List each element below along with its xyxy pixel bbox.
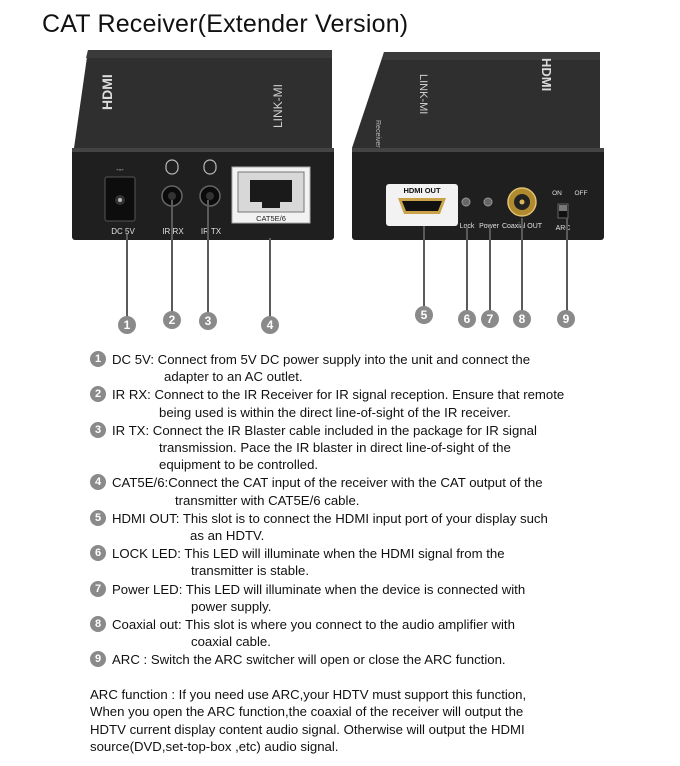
item-number: 2 bbox=[90, 386, 106, 403]
item-lead: Coaxial out: This slot is where you conn… bbox=[112, 617, 515, 633]
item-lead: LOCK LED: This LED will illuminate when … bbox=[112, 546, 505, 562]
brand-logo: LINK-MI bbox=[271, 84, 285, 128]
callout-6: 6 bbox=[458, 310, 476, 328]
svg-text:LINK-MI: LINK-MI bbox=[417, 74, 429, 114]
arc-switch bbox=[557, 203, 569, 219]
leader-line-1 bbox=[126, 234, 128, 316]
item-lead: DC 5V: Connect from 5V DC power supply i… bbox=[112, 352, 531, 367]
hdmi-out-port bbox=[386, 184, 458, 226]
item-number: 4 bbox=[90, 474, 106, 491]
item-continuation: equipment to be controlled. bbox=[159, 457, 319, 473]
coaxial-out-port bbox=[507, 187, 537, 217]
item-lead: ARC : Switch the ARC switcher will open … bbox=[112, 652, 506, 668]
svg-text:LINK-MI: LINK-MI bbox=[271, 84, 285, 128]
note-line: When you open the ARC function,the coaxi… bbox=[90, 704, 524, 720]
callout-4: 4 bbox=[261, 316, 279, 334]
ir-tx-port bbox=[199, 159, 221, 207]
callout-7: 7 bbox=[481, 310, 499, 328]
dc-5v-label: DC 5V bbox=[111, 227, 135, 236]
list-item: 1 DC 5V: Connect from 5V DC power supply… bbox=[90, 351, 630, 385]
list-item: 3 IR TX: Connect the IR Blaster cable in… bbox=[90, 421, 630, 474]
arc-on-label: ON bbox=[552, 190, 562, 197]
list-item: 4 CAT5E/6:Connect the CAT input of the r… bbox=[90, 474, 630, 508]
svg-text:-◦-: -◦- bbox=[116, 167, 124, 174]
item-continuation: transmitter is stable. bbox=[191, 563, 309, 579]
receiver-front-panel-image: LINK-MI HDMI Receiver HDMI OUT Lock Powe… bbox=[352, 52, 604, 240]
item-continuation: power supply. bbox=[191, 598, 272, 614]
ir-tx-label: IR TX bbox=[201, 227, 222, 236]
svg-text:Receiver: Receiver bbox=[374, 120, 381, 148]
item-number: 1 bbox=[90, 351, 106, 367]
item-continuation: as an HDTV. bbox=[190, 528, 265, 544]
brand-logo: LINK-MI bbox=[417, 74, 429, 114]
leader-line-4 bbox=[269, 238, 271, 316]
callout-2: 2 bbox=[163, 311, 181, 329]
callout-8: 8 bbox=[513, 310, 531, 328]
item-number: 7 bbox=[90, 580, 106, 597]
list-item: 7 Power LED: This LED will illuminate wh… bbox=[90, 580, 630, 615]
arc-label: ARC bbox=[556, 225, 571, 232]
hdmi-out-label: HDMI OUT bbox=[403, 186, 440, 195]
item-number: 5 bbox=[90, 509, 106, 526]
item-number: 6 bbox=[90, 545, 106, 562]
item-lead: Power LED: This LED will illuminate when… bbox=[112, 581, 526, 597]
dc-5v-port: -◦- bbox=[104, 167, 136, 222]
item-continuation: transmission. Pace the IR blaster in dir… bbox=[159, 440, 511, 456]
cat5e-port bbox=[231, 166, 311, 224]
callout-1: 1 bbox=[118, 316, 136, 334]
leader-line-8 bbox=[521, 218, 523, 312]
receiver-side-label: Receiver bbox=[374, 120, 381, 148]
list-item: 9 ARC : Switch the ARC switcher will ope… bbox=[90, 651, 630, 668]
receiver-back-panel-image: HDMI LINK-MI -◦- DC 5V IR RX IR TX CAT5E… bbox=[72, 50, 334, 240]
leader-line-9 bbox=[566, 218, 568, 312]
note-line: HDTV current display content audio signa… bbox=[90, 721, 525, 737]
item-continuation: being used is within the direct line-of-… bbox=[159, 404, 511, 420]
power-led-icon bbox=[483, 197, 493, 207]
item-continuation: adapter to an AC outlet. bbox=[164, 369, 303, 385]
list-item: 2 IR RX: Connect to the IR Receiver for … bbox=[90, 386, 630, 420]
arc-off-label: OFF bbox=[575, 190, 588, 197]
leader-line-3 bbox=[207, 200, 209, 312]
hdmi-logo: HDMI bbox=[99, 74, 115, 110]
arc-function-note: ARC function : If you need use ARC,your … bbox=[90, 686, 650, 756]
callout-3: 3 bbox=[199, 312, 217, 330]
leader-line-5 bbox=[423, 226, 425, 308]
item-lead: CAT5E/6:Connect the CAT input of the rec… bbox=[112, 475, 543, 491]
list-item: 5 HDMI OUT: This slot is to connect the … bbox=[90, 509, 630, 544]
item-continuation: transmitter with CAT5E/6 cable. bbox=[175, 492, 360, 508]
leader-line-6 bbox=[466, 226, 468, 312]
note-line: source(DVD,set-top-box ,etc) audio signa… bbox=[90, 739, 339, 755]
note-line: ARC function : If you need use ARC,your … bbox=[90, 687, 527, 702]
leader-line-2 bbox=[171, 200, 173, 312]
hdmi-logo: HDMI bbox=[539, 58, 554, 91]
list-item: 6 LOCK LED: This LED will illuminate whe… bbox=[90, 545, 630, 579]
cat5e-label: CAT5E/6 bbox=[256, 214, 286, 223]
item-number: 8 bbox=[90, 616, 106, 633]
page-title: CAT Receiver(Extender Version) bbox=[42, 10, 409, 38]
callout-9: 9 bbox=[557, 310, 575, 328]
item-continuation: coaxial cable. bbox=[191, 634, 271, 650]
item-lead: IR TX: Connect the IR Blaster cable incl… bbox=[112, 422, 537, 438]
item-lead: HDMI OUT: This slot is to connect the HD… bbox=[112, 510, 548, 526]
svg-text:HDMI: HDMI bbox=[539, 58, 554, 91]
item-number: 3 bbox=[90, 421, 106, 438]
leader-line-7 bbox=[489, 226, 491, 312]
svg-text:HDMI: HDMI bbox=[99, 74, 115, 110]
ir-rx-label: IR RX bbox=[162, 227, 184, 236]
list-item: 8 Coaxial out: This slot is where you co… bbox=[90, 616, 630, 650]
callout-5: 5 bbox=[415, 306, 433, 324]
item-lead: IR RX: Connect to the IR Receiver for IR… bbox=[112, 387, 565, 403]
item-number: 9 bbox=[90, 651, 106, 668]
port-descriptions: 1 DC 5V: Connect from 5V DC power supply… bbox=[90, 351, 630, 670]
lock-led-icon bbox=[461, 197, 471, 207]
